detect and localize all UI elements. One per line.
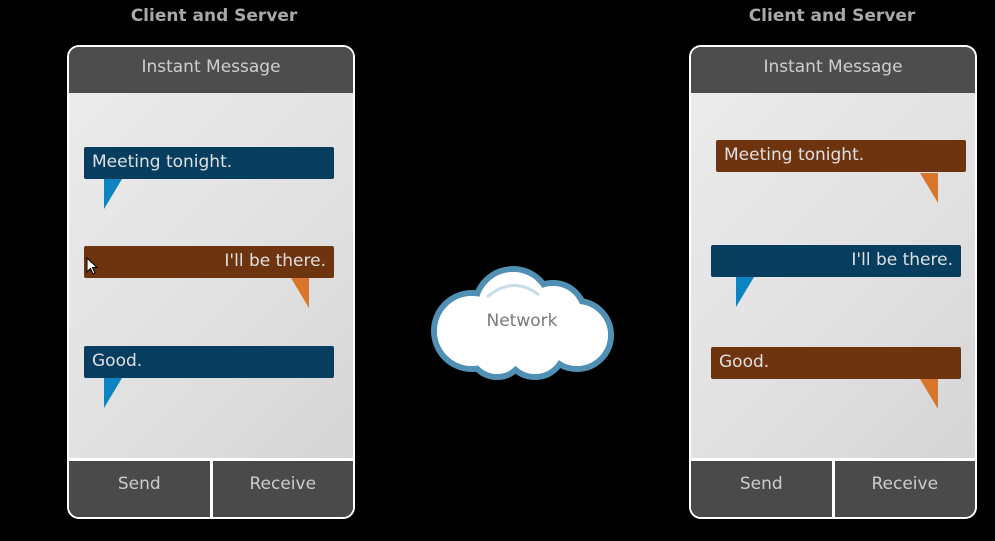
right-receive-button[interactable]: Receive bbox=[831, 461, 976, 517]
right-message-2-tail bbox=[736, 277, 754, 307]
right-message-screen: Meeting tonight. I'll be there. Good. bbox=[691, 93, 975, 459]
network-label: Network bbox=[486, 311, 558, 331]
left-phone-title: Instant Message bbox=[69, 47, 353, 92]
left-message-1-tail bbox=[104, 179, 122, 209]
right-message-1: Meeting tonight. bbox=[716, 140, 966, 172]
left-receive-button[interactable]: Receive bbox=[209, 461, 354, 517]
right-message-2: I'll be there. bbox=[711, 245, 961, 277]
left-button-row: Send Receive bbox=[69, 458, 353, 517]
left-message-2: I'll be there. bbox=[84, 246, 334, 278]
left-message-2-tail bbox=[291, 278, 309, 308]
right-button-row: Send Receive bbox=[691, 458, 975, 517]
right-message-1-tail bbox=[920, 173, 938, 203]
right-message-3: Good. bbox=[711, 347, 961, 379]
right-phone: Instant Message Meeting tonight. I'll be… bbox=[689, 45, 977, 519]
right-phone-title: Instant Message bbox=[691, 47, 975, 92]
network-cloud-icon bbox=[431, 266, 614, 380]
left-heading: Client and Server bbox=[130, 6, 298, 26]
left-message-3: Good. bbox=[84, 346, 334, 378]
right-message-3-tail bbox=[920, 379, 938, 409]
left-message-1: Meeting tonight. bbox=[84, 147, 334, 179]
left-message-screen: Meeting tonight. I'll be there. Good. bbox=[69, 93, 353, 459]
right-heading: Client and Server bbox=[748, 6, 916, 26]
left-message-3-tail bbox=[104, 378, 122, 408]
left-phone: Instant Message Meeting tonight. I'll be… bbox=[67, 45, 355, 519]
right-send-button[interactable]: Send bbox=[739, 474, 783, 494]
mouse-pointer-icon bbox=[86, 257, 99, 275]
left-send-button[interactable]: Send bbox=[117, 474, 161, 494]
